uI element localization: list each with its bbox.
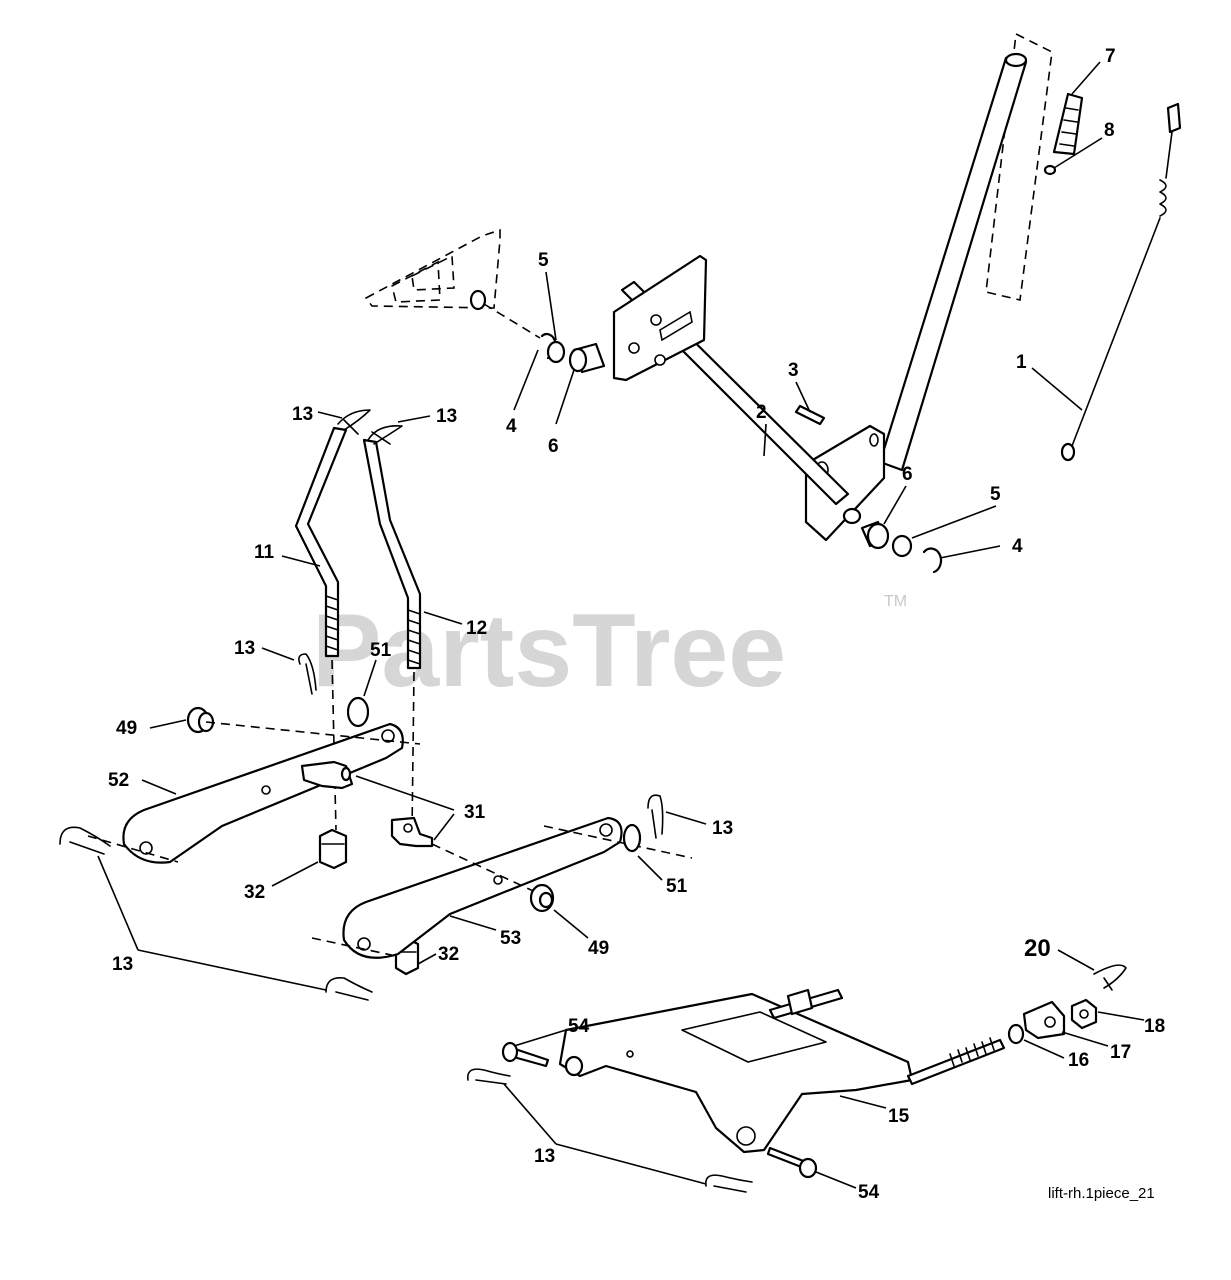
part-15-deck-bracket: [558, 992, 914, 1154]
frame-bracket-outline: [364, 228, 501, 309]
part-13-clip-right: [647, 794, 664, 839]
diagram-caption: lift-rh.1piece_21: [1048, 1185, 1155, 1202]
callout-20: 20: [1024, 935, 1051, 962]
callout-53: 53: [500, 928, 521, 949]
callout-13-lower: 13: [112, 954, 133, 975]
part-7-handle-grip: [1052, 92, 1084, 156]
callout-13-top-right: 13: [436, 406, 457, 427]
handle-shroud-outline: [985, 32, 1053, 301]
part-4-clip-right: [922, 547, 943, 574]
callout-54-bottom: 54: [858, 1182, 880, 1203]
callout-2: 2: [756, 402, 767, 423]
part-49-bolt-left: [186, 706, 215, 734]
part-54-pin-top: [501, 1041, 550, 1068]
callout-13-right: 13: [712, 818, 733, 839]
part-31-swivel-right: [390, 816, 434, 848]
callout-18: 18: [1144, 1016, 1165, 1037]
callout-3: 3: [788, 360, 799, 381]
part-5-washer-left: [546, 340, 566, 364]
centerline-link-11: [331, 659, 337, 831]
part-5-washer-right: [891, 534, 913, 558]
part-18-nut: [1070, 998, 1098, 1030]
part-13-clip-lower-mid: [325, 976, 373, 1001]
part-54-pin-bottom: [766, 1146, 818, 1179]
watermark-text: PartsTree: [312, 593, 786, 709]
part-6-bushing-right: [860, 520, 890, 550]
callout-5-right: 5: [990, 484, 1001, 505]
part-6-bushing-left: [568, 342, 606, 374]
callout-32-left: 32: [244, 882, 265, 903]
callout-51-left: 51: [370, 640, 392, 661]
part-51-washer-right: [622, 823, 642, 853]
centerline-arm-52: [205, 721, 421, 745]
part-11-lift-link: [294, 426, 348, 658]
callout-13-bottom: 13: [534, 1146, 555, 1167]
part-52-lift-arm: [122, 722, 404, 864]
callout-11: 11: [254, 542, 275, 563]
watermark-trademark: TM: [884, 593, 907, 610]
callout-5-top: 5: [538, 250, 549, 271]
centerline-swivel: [431, 843, 545, 897]
part-53-lift-arm: [342, 816, 623, 959]
callout-1: 1: [1016, 352, 1027, 373]
callout-31: 31: [464, 802, 486, 823]
centerline-link-12: [411, 671, 415, 833]
bracket-bushing: [564, 1055, 584, 1077]
callout-17: 17: [1110, 1042, 1131, 1063]
leader-lines: [97, 61, 1145, 1189]
callout-49-left: 49: [116, 718, 137, 739]
part-13-clip-bottom-left: [467, 1068, 511, 1085]
part-13-clip-top-left: [337, 409, 371, 435]
part-17-clevis: [1022, 1000, 1066, 1040]
callout-13-mid: 13: [234, 638, 255, 659]
part-13-clip-lower-left: [59, 826, 111, 855]
lever-bracket: [804, 424, 886, 542]
callout-4-left: 4: [506, 416, 517, 437]
part-13-clip-bottom-right: [705, 1174, 753, 1193]
part-8-plug: [1043, 164, 1057, 176]
callout-8: 8: [1104, 120, 1115, 141]
part-1-lift-rod: [1060, 102, 1182, 462]
callout-49-right: 49: [588, 938, 609, 959]
part-49-bolt-right: [529, 883, 555, 913]
callout-6-left: 6: [548, 436, 559, 457]
lift-handle-lever: [878, 52, 1028, 472]
part-51-washer-left: [346, 696, 370, 728]
callout-7: 7: [1105, 46, 1116, 67]
part-20-clip: [1093, 964, 1127, 991]
centerline-arm-53: [543, 825, 693, 859]
callout-13-top-left: 13: [292, 404, 313, 425]
lift-plate: [612, 254, 708, 382]
frame-pin: [469, 289, 487, 311]
callout-32-right: 32: [438, 944, 459, 965]
callout-4-right: 4: [1012, 536, 1023, 557]
callout-12: 12: [466, 618, 487, 639]
threaded-rod-right: [906, 1037, 1006, 1086]
part-16-washer: [1007, 1023, 1025, 1045]
callout-54-top: 54: [568, 1016, 590, 1037]
part-32-nut-left: [318, 828, 348, 870]
callout-51-right: 51: [666, 876, 688, 897]
part-3-pin: [794, 404, 826, 426]
centerline-pivot-left: [483, 303, 541, 339]
callout-15: 15: [888, 1106, 910, 1127]
part-13-clip-mid: [298, 653, 317, 695]
callout-16: 16: [1068, 1050, 1089, 1071]
callout-6-right: 6: [902, 464, 913, 485]
callout-52: 52: [108, 770, 129, 791]
part-31-swivel-left: [300, 760, 354, 790]
threaded-rod-top: [768, 988, 844, 1020]
part-13-clip-top-right: [367, 424, 403, 445]
part-12-lift-link: [362, 438, 422, 670]
callout-labels: 7 8 1 3 2 5 4 6 6 5 4 13 13 11 12 13 51 …: [108, 46, 1165, 1203]
